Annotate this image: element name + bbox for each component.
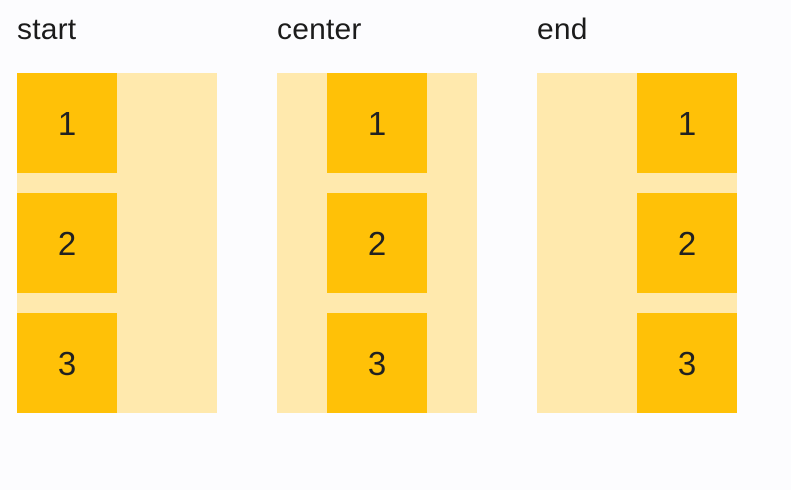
flex-item: 1 — [637, 73, 737, 173]
flex-item: 2 — [327, 193, 427, 293]
flex-item: 1 — [17, 73, 117, 173]
flex-item: 3 — [637, 313, 737, 413]
flex-container-center: 1 2 3 — [277, 73, 477, 413]
alignment-label-center: center — [277, 13, 362, 46]
flex-item: 2 — [17, 193, 117, 293]
alignment-example-end: end 1 2 3 — [537, 13, 737, 413]
flex-item: 2 — [637, 193, 737, 293]
alignment-examples: start 1 2 3 center 1 2 3 end 1 2 3 — [17, 13, 737, 413]
alignment-example-start: start 1 2 3 — [17, 13, 217, 413]
flex-container-start: 1 2 3 — [17, 73, 217, 413]
alignment-label-start: start — [17, 13, 77, 46]
flex-item: 3 — [327, 313, 427, 413]
flex-item: 3 — [17, 313, 117, 413]
flex-container-end: 1 2 3 — [537, 73, 737, 413]
flex-item: 1 — [327, 73, 427, 173]
alignment-label-end: end — [537, 13, 588, 46]
alignment-example-center: center 1 2 3 — [277, 13, 477, 413]
